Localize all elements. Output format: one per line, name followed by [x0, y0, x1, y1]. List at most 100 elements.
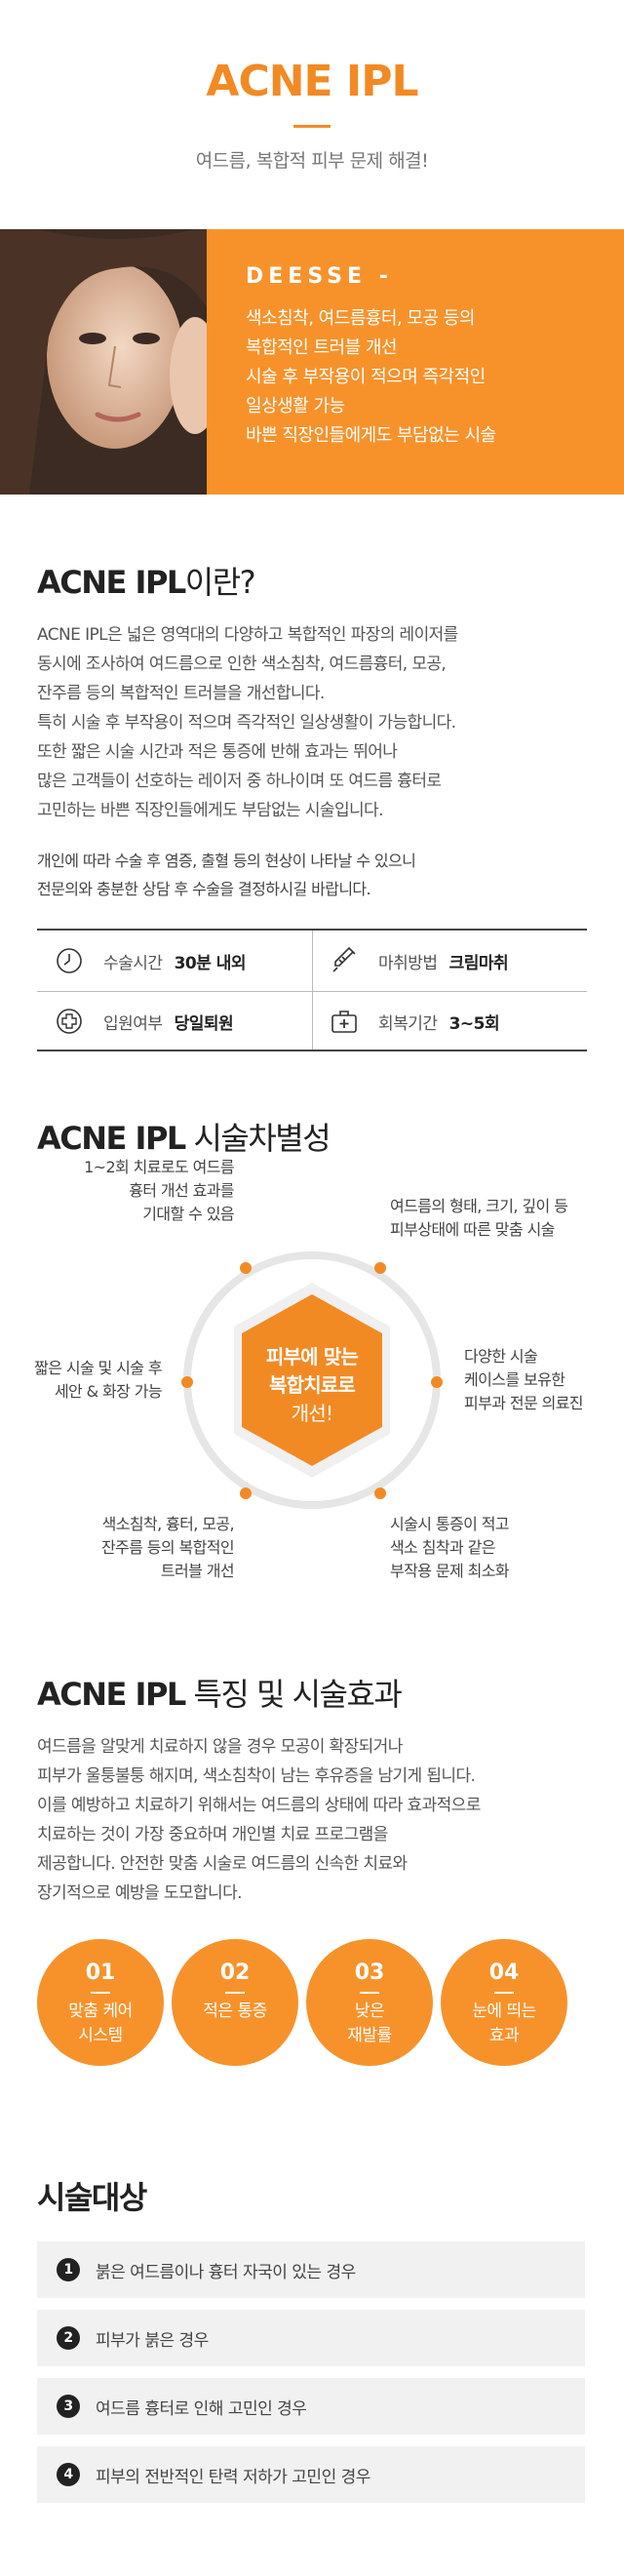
text-line: 다양한 시술: [464, 1347, 538, 1366]
text-line: 개선!: [291, 1402, 333, 1425]
number-badge: 3: [57, 2395, 80, 2418]
text-line: 눈에 띄는: [472, 2001, 536, 2021]
diagram-label-bottom-left: 색소침착, 흉터, 모공, 잔주름 등의 복합적인 트러블 개선: [29, 1513, 235, 1583]
text-line: 피부상태에 따른 맞춤 시술: [390, 1220, 555, 1239]
diagram-center-text: 피부에 맞는 복합치료로 개선!: [234, 1343, 390, 1428]
divider: [360, 1992, 379, 1994]
target-item: 3 여드름 흉터로 인해 고민인 경우: [37, 2378, 585, 2435]
text-line: 제공합니다. 안전한 맞춤 시술로 여드름의 신속한 치료와: [37, 1854, 408, 1874]
feature-number: 03: [354, 1961, 385, 1985]
info-value: 30분 내외: [174, 953, 247, 973]
features-paragraph: 여드름을 알맞게 치료하지 않을 경우 모공이 확장되거나 피부가 울퉁불퉁 해…: [37, 1732, 593, 1908]
title-bold: ACNE IPL: [37, 564, 186, 601]
feature-label: 맞춤 케어 시스템: [37, 2000, 164, 2048]
number-badge: 4: [57, 2463, 80, 2486]
model-photo: [0, 229, 207, 495]
text-line: 전문의와 충분한 상담 후 수술을 결정하시길 바랍니다.: [37, 880, 371, 898]
hero-banner: DEESSE - 색소침착, 여드름흉터, 모공 등의 복합적인 트러블 개선 …: [0, 229, 624, 495]
divider: [312, 931, 313, 1050]
feature-circle-04: 04 눈에 띄는 효과: [441, 1939, 567, 2066]
feature-circle-03: 03 낮은 재발률: [306, 1939, 433, 2066]
text-line: 복합치료로: [269, 1373, 356, 1397]
banner-line: 복합적인 트러블 개선: [246, 337, 397, 358]
info-time: 수술시간 30분 내외: [37, 931, 312, 991]
medical-cross-icon: [55, 1007, 84, 1036]
feature-number: 01: [85, 1961, 116, 1985]
target-text: 붉은 여드름이나 흉터 자국이 있는 경우: [96, 2262, 356, 2282]
text-line: 치료하는 것이 가장 중요하며 개인별 치료 프로그램을: [37, 1825, 388, 1844]
section-title-features: ACNE IPL 특징 및 시술효과: [37, 1670, 403, 1715]
about-paragraph: ACNE IPL은 넓은 영역대의 다양하고 복합적인 파장의 레이저를 동시에…: [37, 620, 593, 825]
diagram-label-bottom-right: 시술시 통증이 적고 색소 침착과 같은 부작용 문제 최소화: [390, 1513, 614, 1583]
target-item: 2 피부가 붉은 경우: [37, 2310, 585, 2366]
differentiation-diagram: 피부에 맞는 복합치료로 개선! 1~2회 치료로도 여드름 흉터 개선 효과를…: [0, 1156, 624, 1605]
text-line: 여드름의 형태, 크기, 깊이 등: [390, 1197, 568, 1215]
text-line: 1~2회 치료로도 여드름: [84, 1158, 235, 1176]
feature-number: 02: [219, 1961, 251, 1985]
text-line: 흉터 개선 효과를: [129, 1181, 234, 1200]
target-item: 1 붉은 여드름이나 흉터 자국이 있는 경우: [37, 2241, 585, 2298]
banner-line: 색소침착, 여드름흉터, 모공 등의: [246, 308, 475, 329]
title-rest: 시술차별성: [184, 1120, 331, 1157]
text-line: 색소침착, 흉터, 모공,: [101, 1515, 235, 1533]
info-label: 입원여부: [103, 1013, 163, 1034]
title-bold: ACNE IPL: [37, 1676, 186, 1713]
info-label: 회복기간: [378, 1013, 438, 1034]
banner-brand: DEESSE -: [246, 264, 393, 289]
text-line: 트러블 개선: [160, 1562, 235, 1580]
target-text: 피부가 붉은 경우: [96, 2330, 209, 2351]
page-subtitle: 여드름, 복합적 피부 문제 해결!: [195, 150, 429, 172]
text-line: 시술시 통증이 적고: [390, 1515, 510, 1533]
banner-line: 바쁜 직장인들에게도 부담없는 시술: [246, 425, 496, 446]
info-anesthesia: 마취방법 크림마취: [312, 931, 587, 991]
text-line: 또한 짧은 시술 시간과 적은 통증에 반해 효과는 뛰어나: [37, 742, 398, 762]
medical-kit-icon: [330, 1007, 359, 1036]
text-line: 피부과 전문 의료진: [464, 1394, 584, 1412]
title-rest: 특징 및 시술효과: [184, 1676, 402, 1713]
info-label: 마취방법: [378, 953, 438, 973]
diagram-graphic: [181, 1251, 443, 1509]
target-text: 피부의 전반적인 탄력 저하가 고민인 경우: [96, 2467, 370, 2487]
divider: [494, 1992, 514, 1994]
text-line: 장기적으로 예방을 도모합니다.: [37, 1883, 243, 1903]
clock-icon: [55, 946, 84, 975]
text-line: 색소 침착과 같은: [390, 1538, 495, 1557]
text-line: 시스템: [78, 2026, 123, 2045]
info-value: 크림마취: [448, 953, 509, 973]
banner-line: 시술 후 부작용이 적으며 즉각적인: [246, 367, 486, 387]
divider: [225, 1992, 245, 1994]
info-label: 수술시간: [103, 953, 163, 973]
text-line: 특히 시술 후 부작용이 적으며 즉각적인 일상생활이 가능합니다.: [37, 713, 456, 733]
text-line: 잔주름 등의 복합적인: [100, 1538, 235, 1557]
text-line: 피부가 울퉁불퉁 해지며, 색소침착이 남는 후유증을 남기게 됩니다.: [37, 1766, 476, 1786]
text-line: 짧은 시술 및 시술 후: [34, 1359, 163, 1377]
text-line: 세안 & 화장 가능: [54, 1382, 163, 1401]
number-badge: 2: [57, 2326, 80, 2350]
text-line: 개인에 따라 수술 후 염증, 출혈 등의 현상이 나타날 수 있으니: [37, 852, 416, 870]
text-line: 기대할 수 있음: [142, 1205, 234, 1223]
target-text: 여드름 흉터로 인해 고민인 경우: [96, 2398, 307, 2419]
feature-label: 적은 통증: [172, 2000, 298, 2024]
divider: [91, 1992, 110, 1994]
title-bold: ACNE IPL: [37, 1120, 186, 1157]
feature-circle-02: 02 적은 통증: [172, 1939, 298, 2066]
info-recovery: 회복기간 3~5회: [312, 991, 587, 1051]
text-line: 잔주름 등의 복합적인 트러블을 개선합니다.: [37, 684, 325, 703]
text-line: 여드름을 알맞게 치료하지 않을 경우 모공이 확장되거나: [37, 1737, 403, 1757]
info-value: 3~5회: [448, 1013, 500, 1034]
feature-label: 낮은 재발률: [306, 2000, 433, 2048]
text-line: ACNE IPL은 넓은 영역대의 다양하고 복합적인 파장의 레이저를: [37, 625, 458, 645]
text-line: 고민하는 바쁜 직장인들에게도 부담없는 시술입니다.: [37, 801, 384, 820]
section-title-about: ACNE IPL이란?: [37, 558, 256, 603]
text-line: 적은 통증: [203, 2001, 267, 2021]
diagram-label-mid-left: 짧은 시술 및 시술 후 세안 & 화장 가능: [6, 1357, 163, 1404]
text-line: 많은 고객들이 선호하는 레이저 중 하나이며 또 여드름 흉터로: [37, 772, 442, 791]
text-line: 피부에 맞는: [265, 1345, 359, 1368]
section-title-diff: ACNE IPL 시술차별성: [37, 1114, 332, 1159]
title-underline: [293, 125, 331, 128]
target-item: 4 피부의 전반적인 탄력 저하가 고민인 경우: [37, 2446, 585, 2503]
text-line: 부작용 문제 최소화: [390, 1562, 510, 1580]
page-title: ACNE IPL: [206, 57, 418, 106]
